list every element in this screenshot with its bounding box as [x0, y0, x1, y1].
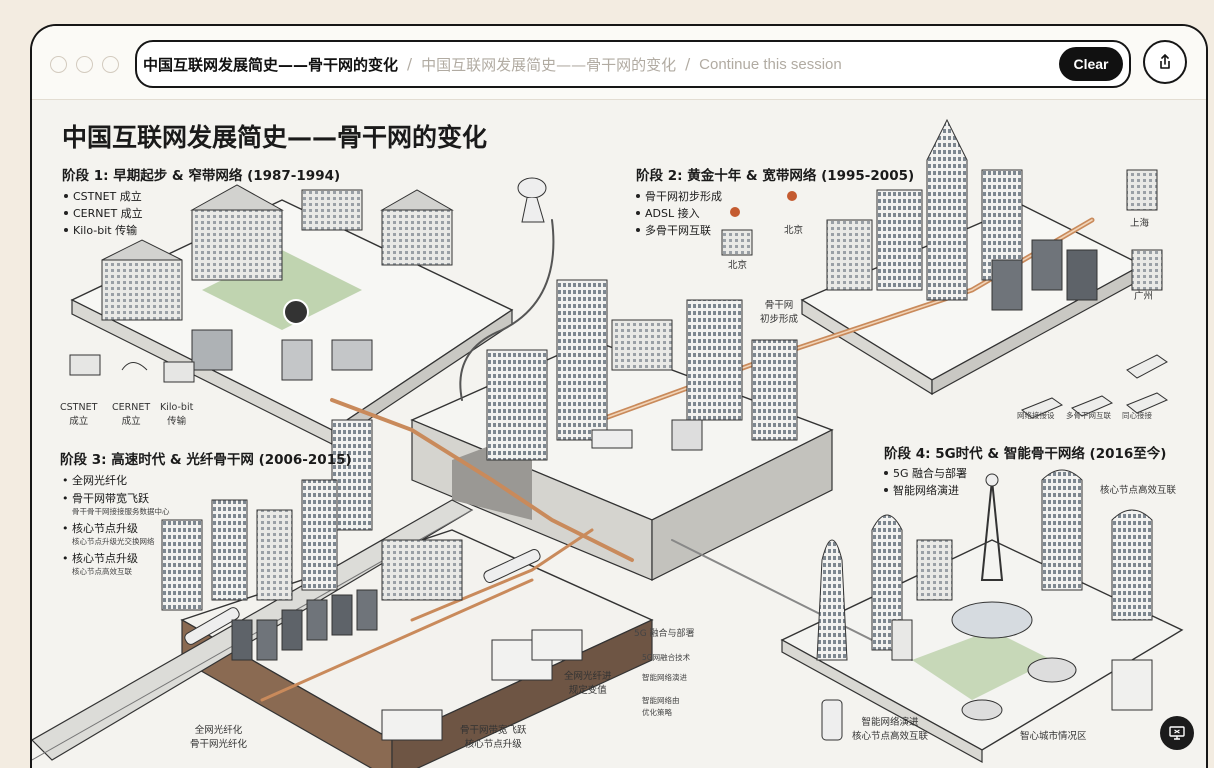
center-label: 骨干网 初步形成: [760, 300, 799, 325]
city-label: 上海: [1130, 218, 1150, 229]
stage2-heading: 阶段 2: 黄金十年 & 宽带网络 (1995-2005): [636, 168, 915, 184]
bottom-label: 智心城市情况区: [1020, 731, 1087, 742]
stage2-item: ADSL 接入: [645, 206, 700, 220]
right-label: 核心节点高效互联: [1100, 485, 1177, 496]
map-pin-icon: [730, 191, 797, 217]
window-control-close[interactable]: [50, 56, 67, 73]
city-label: 广州: [1134, 291, 1154, 302]
breadcrumb: 中国互联网发展简史——骨干网的变化 / 中国互联网发展简史——骨干网的变化 / …: [135, 40, 1131, 88]
stage2-item: 骨干网初步形成: [645, 189, 722, 203]
icon-label: Kilo-bit 传输: [160, 402, 194, 427]
breadcrumb-previous[interactable]: 中国互联网发展简史——骨干网的变化: [421, 55, 677, 74]
stage2-item: 多骨干网互联: [645, 223, 711, 237]
title-bar: 中国互联网发展简史——骨干网的变化 / 中国互联网发展简史——骨干网的变化 / …: [32, 26, 1206, 100]
device-label: 多骨干网互联: [1066, 411, 1111, 420]
share-icon: [1160, 54, 1170, 69]
share-button[interactable]: [1143, 40, 1187, 84]
bottom-label: 智能网络演进 核心节点高效互联: [852, 717, 929, 742]
left-label: 智能网络演进: [642, 673, 687, 682]
bottom-label: 骨干网带宽飞跃 核心节点升级: [460, 725, 527, 750]
stage3-list: • 全网光纤化 • 骨干网带宽飞跃 骨干骨干网接接服务数据中心 • 核心节点升级…: [62, 474, 170, 576]
left-label: 5G网融合技术: [642, 653, 691, 662]
device-label: 网络接接设: [1017, 411, 1055, 420]
icon-label: CERNET 成立: [112, 402, 151, 427]
city-label: 北京: [784, 225, 804, 236]
stage2-list: 骨干网初步形成 ADSL 接入 多骨干网互联: [636, 187, 722, 238]
satellite-dish-icon: [517, 177, 547, 223]
stage4-list: 5G 融合与部署 智能网络演进: [884, 464, 967, 498]
network-device-icons: [1021, 354, 1169, 419]
bottom-label: 全网光纤进 规定变值: [564, 671, 612, 696]
stage1-item: CERNET 成立: [73, 206, 143, 220]
bottom-label: 全网光纤化 骨干网光纤化: [190, 725, 248, 750]
icon-label: CSTNET 成立: [60, 402, 98, 427]
left-label: 5G 融合与部署: [634, 629, 695, 639]
screen-button[interactable]: [1160, 716, 1194, 750]
left-label: 智能网络由: [642, 696, 680, 705]
infographic-title: 中国互联网发展简史——骨干网的变化: [62, 123, 488, 152]
left-label: 优化策略: [642, 708, 672, 717]
illustration-canvas: 中国互联网发展简史——骨干网的变化 阶段 1: 早期起步 & 窄带网络 (198…: [32, 100, 1206, 768]
continue-session-link[interactable]: Continue this session: [699, 55, 842, 73]
stage1-item: Kilo-bit 传输: [73, 223, 138, 237]
breadcrumb-current[interactable]: 中国互联网发展简史——骨干网的变化: [143, 55, 399, 74]
infographic-art: [32, 118, 1184, 768]
breadcrumb-separator: /: [685, 55, 691, 73]
screen-icon: [1169, 726, 1185, 740]
breadcrumb-separator: /: [407, 55, 413, 73]
browser-window: 中国互联网发展简史——骨干网的变化 / 中国互联网发展简史——骨干网的变化 / …: [30, 24, 1208, 768]
device-label: 同心接接: [1122, 411, 1152, 420]
city-label: 北京: [728, 260, 748, 271]
clear-button[interactable]: Clear: [1059, 47, 1123, 81]
stage1-heading: 阶段 1: 早期起步 & 窄带网络 (1987-1994): [62, 168, 341, 184]
stage1-item: CSTNET 成立: [73, 189, 142, 203]
infographic-text: 中国互联网发展简史——骨干网的变化 阶段 1: 早期起步 & 窄带网络 (198…: [32, 100, 1206, 768]
window-control-maximize[interactable]: [102, 56, 119, 73]
stage4-heading: 阶段 4: 5G时代 & 智能骨干网络 (2016至今): [884, 446, 1167, 462]
stage1-list: CSTNET 成立 CERNET 成立 Kilo-bit 传输: [64, 187, 143, 238]
window-control-minimize[interactable]: [76, 56, 93, 73]
stage3-heading: 阶段 3: 高速时代 & 光纤骨干网 (2006-2015): [60, 452, 352, 468]
